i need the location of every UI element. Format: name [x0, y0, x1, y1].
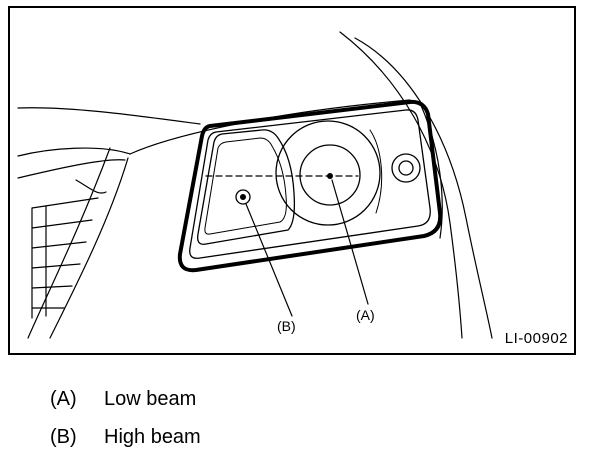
headlight-illustration — [17, 31, 493, 339]
figure-id: LI-00902 — [504, 330, 568, 347]
low-beam-bulb — [327, 173, 333, 179]
legend: (A) Low beam (B) High beam — [50, 380, 201, 456]
high-beam-bulb — [235, 189, 251, 205]
legend-item: (A) Low beam — [50, 380, 201, 418]
callout-b-label: (B) — [277, 318, 296, 334]
callout-b-leader — [245, 203, 293, 317]
legend-key: (B) — [50, 425, 77, 448]
callout-a-leader — [331, 179, 369, 305]
legend-text: Low beam — [104, 387, 197, 410]
legend-text: High beam — [104, 425, 201, 448]
legend-key: (A) — [50, 387, 77, 410]
callout-a-label: (A) — [356, 307, 375, 323]
legend-item: (B) High beam — [50, 418, 201, 456]
headlight-diagram: (A) (B) LI-00902 — [8, 6, 576, 355]
